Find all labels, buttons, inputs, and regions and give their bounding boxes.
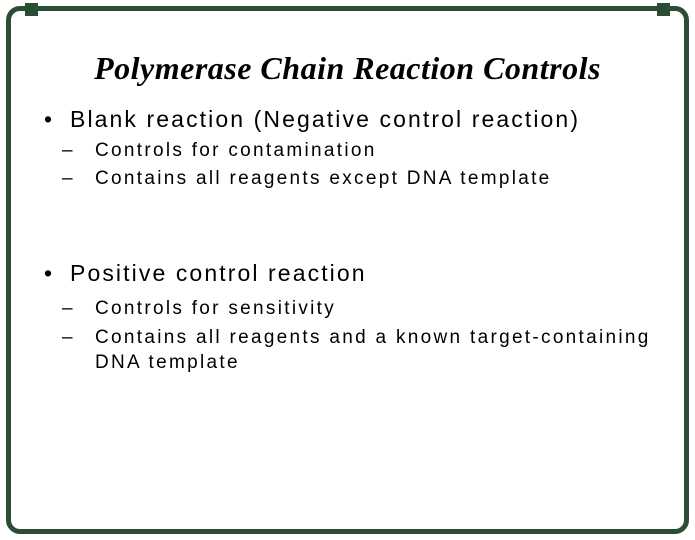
sub-bullet-dash-icon: –	[62, 140, 73, 161]
bullet-blank-reaction: Blank reaction (Negative control reactio…	[70, 106, 581, 132]
slide-border-frame	[6, 6, 689, 534]
sub-bullet-dash-icon: –	[62, 298, 73, 319]
slide-title: Polymerase Chain Reaction Controls	[94, 50, 601, 86]
bullet-positive-control-reaction: Positive control reaction	[70, 260, 367, 286]
sub-bullet-controls-for-sensitivity: Controls for sensitivity	[95, 298, 337, 319]
sub-bullet-controls-for-contamination: Controls for contamination	[95, 140, 377, 161]
sub-bullet-contains-all-reagents-except: Contains all reagents except DNA templat…	[95, 168, 552, 189]
sub-bullet-dash-icon: –	[62, 327, 73, 348]
sub-bullet-contains-all-reagents-known-target: Contains all reagents and a known target…	[95, 327, 651, 373]
border-corner-square-right	[657, 3, 670, 16]
border-corner-square-left	[25, 3, 38, 16]
bullet-dot-icon: •	[44, 260, 53, 286]
bullet-dot-icon: •	[44, 106, 53, 132]
sub-bullet-dash-icon: –	[62, 168, 73, 189]
